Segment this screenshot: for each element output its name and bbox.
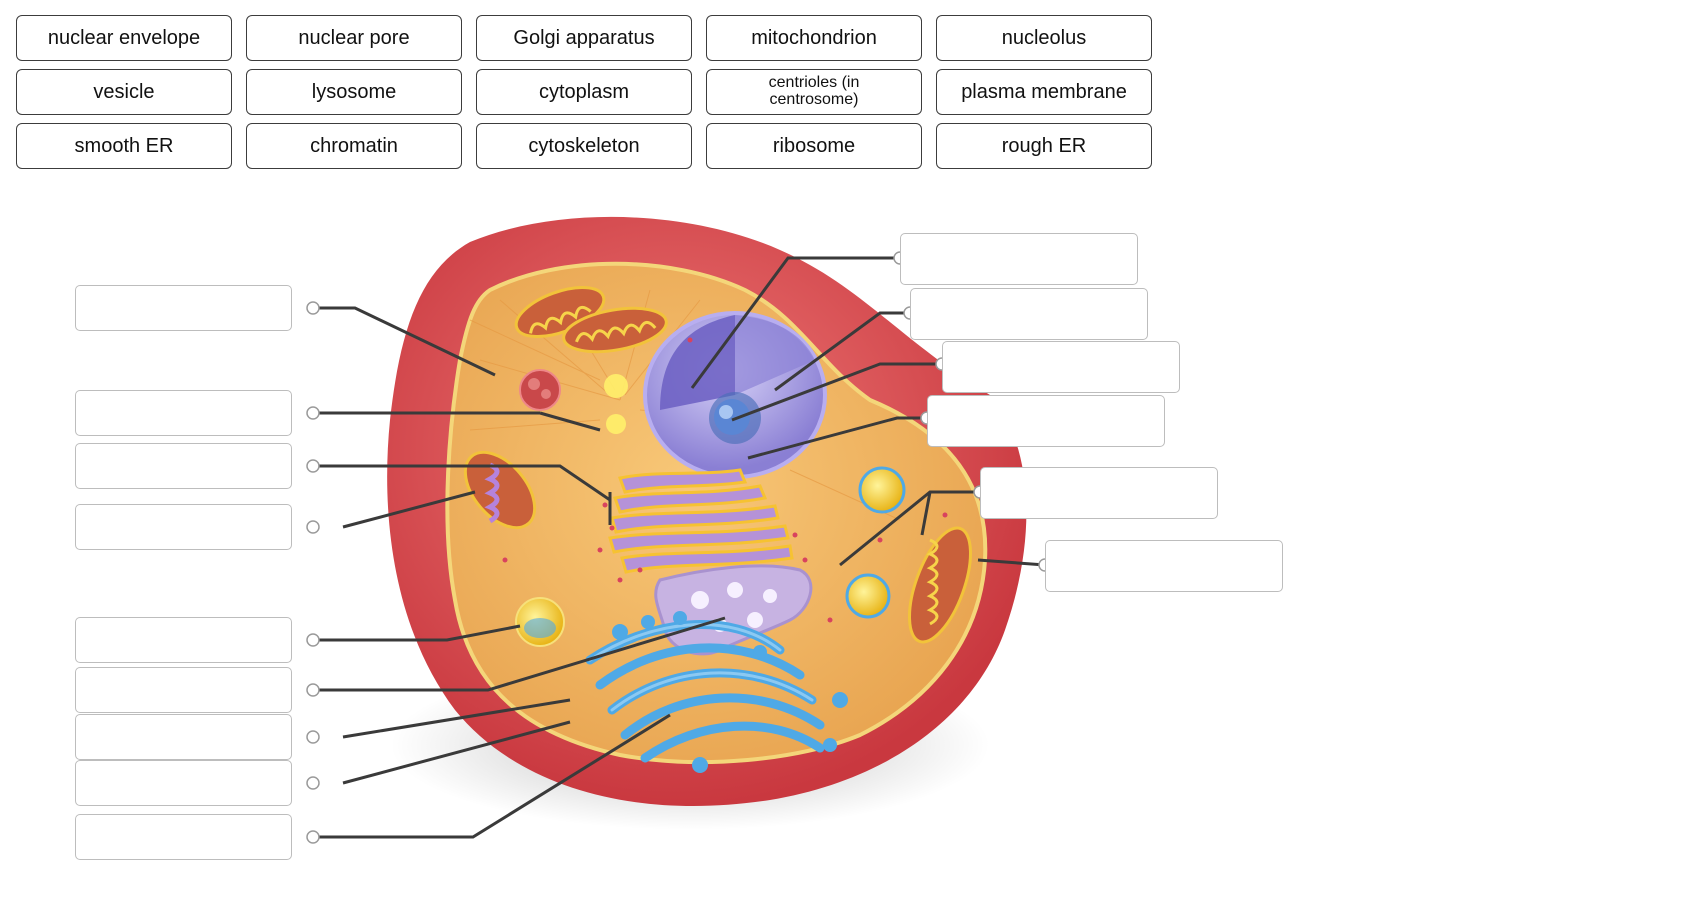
label-chip-rough-er[interactable]: rough ER bbox=[936, 123, 1152, 169]
lysosome-right-2 bbox=[845, 573, 891, 619]
drop-zone-right-5[interactable] bbox=[980, 467, 1218, 519]
label-chip-mitochondrion[interactable]: mitochondrion bbox=[706, 15, 922, 61]
label-chip-chromatin[interactable]: chromatin bbox=[246, 123, 462, 169]
nucleus-cutaway bbox=[660, 315, 735, 410]
mitochondrion-left bbox=[463, 450, 537, 530]
label-chip-centrioles[interactable]: centrioles (in centrosome) bbox=[706, 69, 922, 115]
nucleolus bbox=[714, 399, 750, 435]
label-chip-nuclear-envelope[interactable]: nuclear envelope bbox=[16, 15, 232, 61]
label-bank: nuclear envelope nuclear pore Golgi appa… bbox=[16, 15, 1152, 169]
mitochondrion-top-2 bbox=[562, 306, 668, 354]
drop-zone-left-7[interactable] bbox=[75, 714, 292, 760]
golgi-vesicles bbox=[612, 611, 848, 773]
label-chip-plasma-membrane[interactable]: plasma membrane bbox=[936, 69, 1152, 115]
centrioles bbox=[604, 374, 628, 434]
drop-zone-right-3[interactable] bbox=[942, 341, 1180, 393]
drop-zone-right-1[interactable] bbox=[900, 233, 1138, 285]
label-chip-smooth-er[interactable]: smooth ER bbox=[16, 123, 232, 169]
ribosomes bbox=[502, 337, 948, 623]
drop-zone-left-1[interactable] bbox=[75, 285, 292, 331]
mitochondrion-right bbox=[908, 526, 972, 644]
drop-zone-left-8[interactable] bbox=[75, 760, 292, 806]
golgi-apparatus bbox=[585, 620, 825, 763]
leader-lines bbox=[313, 256, 1046, 839]
label-chip-cytoskeleton[interactable]: cytoskeleton bbox=[476, 123, 692, 169]
drop-zone-left-9[interactable] bbox=[75, 814, 292, 860]
label-chip-nuclear-pore[interactable]: nuclear pore bbox=[246, 15, 462, 61]
drop-zone-left-2[interactable] bbox=[75, 390, 292, 436]
label-chip-ribosome[interactable]: ribosome bbox=[706, 123, 922, 169]
drop-zone-right-6[interactable] bbox=[1045, 540, 1283, 592]
drop-zone-left-5[interactable] bbox=[75, 617, 292, 663]
lysosome-left bbox=[515, 597, 565, 647]
vesicle-red bbox=[519, 369, 561, 411]
label-chip-lysosome[interactable]: lysosome bbox=[246, 69, 462, 115]
drop-zone-right-2[interactable] bbox=[910, 288, 1148, 340]
lysosome-right-1 bbox=[858, 466, 906, 514]
label-chip-vesicle[interactable]: vesicle bbox=[16, 69, 232, 115]
drop-zone-left-6[interactable] bbox=[75, 667, 292, 713]
rough-er bbox=[608, 468, 794, 574]
drop-zone-right-4[interactable] bbox=[927, 395, 1165, 447]
drop-zone-left-4[interactable] bbox=[75, 504, 292, 550]
label-chip-nucleolus[interactable]: nucleolus bbox=[936, 15, 1152, 61]
label-chip-golgi-apparatus[interactable]: Golgi apparatus bbox=[476, 15, 692, 61]
label-chip-cytoplasm[interactable]: cytoplasm bbox=[476, 69, 692, 115]
drop-zone-left-3[interactable] bbox=[75, 443, 292, 489]
